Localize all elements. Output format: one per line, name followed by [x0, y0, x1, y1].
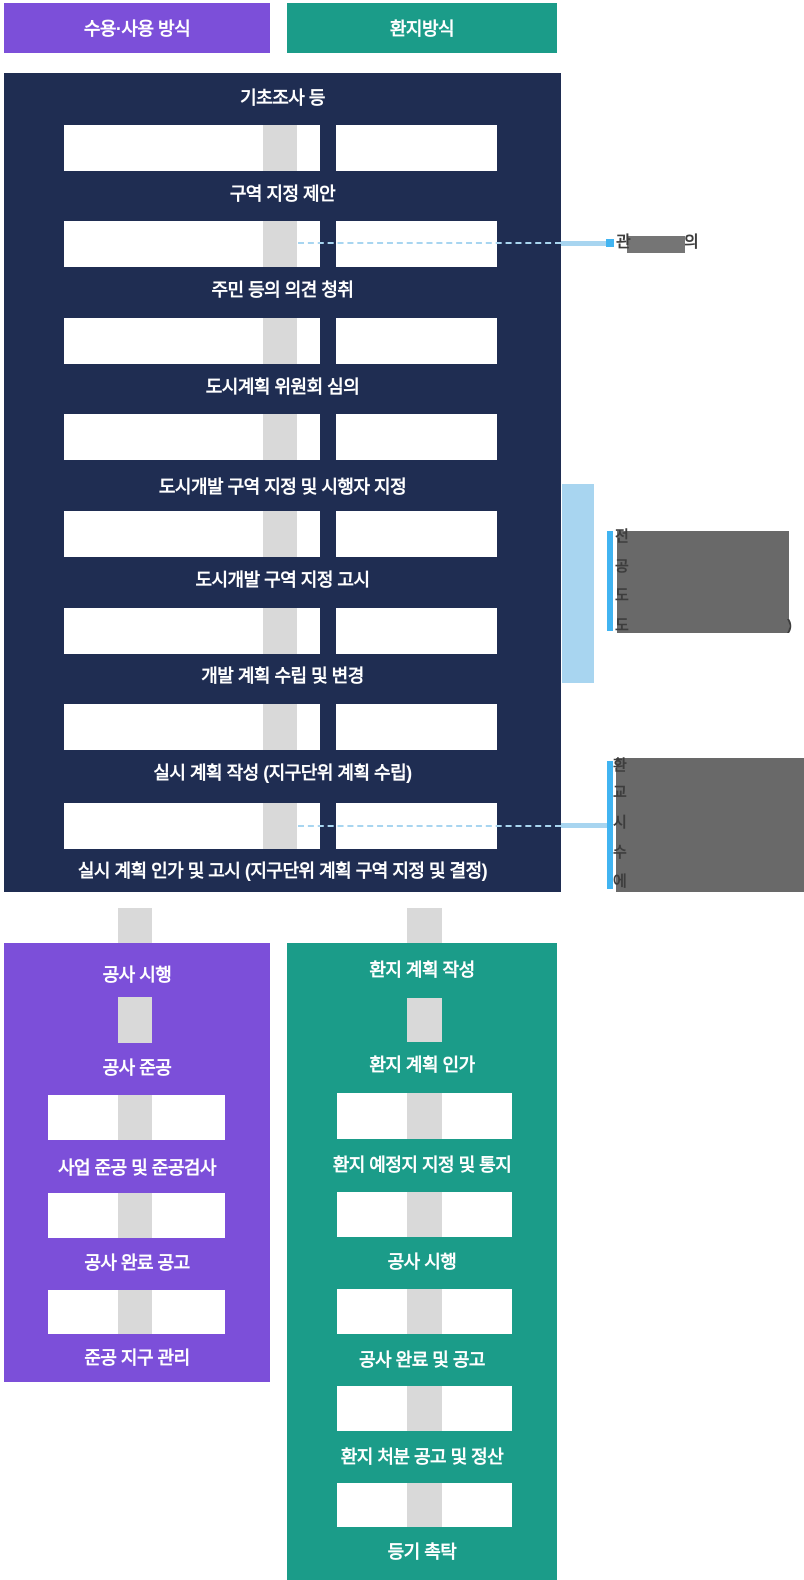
flow-step-title: 환지 계획 인가	[369, 1055, 475, 1075]
detail-box-right	[336, 125, 497, 171]
annotation-note-fragment: 공	[615, 558, 629, 575]
annotation-note-fragment: 도	[615, 587, 629, 604]
tab-acquisition-method-label: 수용·사용 방식	[83, 19, 191, 39]
flow-connector	[118, 908, 152, 943]
flow-step-title: 도시개발 구역 지정 및 시행자 지정	[158, 477, 407, 497]
flow-connector	[263, 511, 297, 557]
flow-connector	[263, 803, 297, 849]
flow-step-title: 실시 계획 작성 (지구단위 계획 수립)	[153, 763, 412, 783]
annotation-note-fragment: 교	[613, 784, 627, 801]
flow-connector	[263, 414, 297, 460]
annotation-note-fragment: 수	[613, 844, 627, 861]
flow-step-title: 구역 지정 제안	[229, 184, 336, 204]
redacted-text-block	[627, 236, 685, 253]
annotation-accent-bar	[607, 761, 613, 889]
flow-connector	[263, 608, 297, 654]
flow-connector	[407, 1386, 442, 1431]
flow-step-title: 도시개발 구역 지정 고시	[195, 570, 370, 590]
flow-step-title: 주민 등의 의견 청취	[211, 280, 354, 300]
annotation-note-fragment: 전	[615, 528, 629, 545]
flow-connector	[118, 1095, 152, 1140]
flow-step-title: 환지 예정지 지정 및 통지	[332, 1155, 512, 1175]
bullet-square-icon	[606, 239, 614, 247]
flow-step-title: 등기 촉탁	[387, 1542, 457, 1562]
flow-step-title: 기초조사 등	[240, 88, 325, 108]
annotation-note-fragment: 환	[613, 757, 627, 774]
step-range-bracket	[562, 484, 594, 683]
annotation-line	[561, 241, 606, 246]
flow-connector	[118, 1193, 152, 1238]
redacted-text-block	[616, 758, 804, 892]
detail-box-right	[336, 704, 497, 750]
flow-connector	[118, 997, 152, 1043]
flow-step-title: 사업 준공 및 준공검사	[57, 1158, 217, 1178]
flow-connector	[407, 1093, 442, 1139]
flow-connector	[118, 1290, 152, 1334]
flow-connector	[263, 318, 297, 364]
flow-connector	[407, 908, 442, 943]
common-procedure-panel: 기초조사 등 구역 지정 제안 주민 등의 의견 청취 도시계획 위원회 심의 …	[4, 73, 561, 892]
flow-connector	[263, 704, 297, 750]
flow-connector	[407, 1483, 442, 1527]
flow-step-title: 공사 시행	[387, 1252, 457, 1272]
annotation-note-tail: )	[787, 617, 792, 634]
detail-box-right	[336, 414, 497, 460]
flow-connector	[407, 1192, 442, 1237]
annotation-consult-suffix: 의	[684, 234, 699, 251]
annotation-line	[561, 823, 607, 828]
flow-step-title: 환지 처분 공고 및 정산	[340, 1447, 504, 1467]
detail-box-right	[336, 318, 497, 364]
flow-step-title: 개발 계획 수립 및 변경	[201, 666, 364, 686]
flow-step-title: 공사 준공	[102, 1058, 172, 1078]
tab-replotting-method-label: 환지방식	[389, 19, 455, 39]
annotation-dashed-line	[298, 242, 561, 244]
flow-connector	[407, 998, 442, 1042]
flow-step-title: 실시 계획 인가 및 고시 (지구단위 계획 구역 지정 및 결정)	[77, 861, 488, 881]
flow-step-title: 공사 완료 공고	[84, 1253, 190, 1273]
flow-step-title: 환지 계획 작성	[369, 960, 475, 980]
detail-box-right	[336, 221, 497, 267]
annotation-dashed-line	[298, 825, 561, 827]
tab-replotting-method[interactable]: 환지방식	[287, 3, 557, 53]
annotation-consult-prefix: 관	[616, 234, 631, 251]
flow-connector	[263, 125, 297, 171]
detail-box-right	[336, 608, 497, 654]
flow-step-title: 도시계획 위원회 심의	[205, 377, 360, 397]
flow-connector	[407, 1289, 442, 1334]
acquisition-column: 공사 시행 공사 준공 사업 준공 및 준공검사 공사 완료 공고 준공 지구 …	[4, 943, 270, 1382]
flow-step-title: 공사 시행	[102, 965, 172, 985]
tab-acquisition-method[interactable]: 수용·사용 방식	[4, 3, 270, 53]
annotation-accent-bar	[607, 531, 613, 631]
annotation-note-fragment: 도	[615, 617, 629, 634]
flow-step-title: 준공 지구 관리	[84, 1348, 190, 1368]
detail-box-right	[336, 511, 497, 557]
redacted-text-block	[617, 531, 789, 633]
annotation-note-fragment: 에	[613, 873, 627, 890]
replotting-column: 환지 계획 작성 환지 계획 인가 환지 예정지 지정 및 통지 공사 시행 공…	[287, 943, 557, 1580]
annotation-note-fragment: 시	[613, 814, 627, 831]
flow-step-title: 공사 완료 및 공고	[359, 1350, 485, 1370]
flow-connector	[263, 221, 297, 267]
